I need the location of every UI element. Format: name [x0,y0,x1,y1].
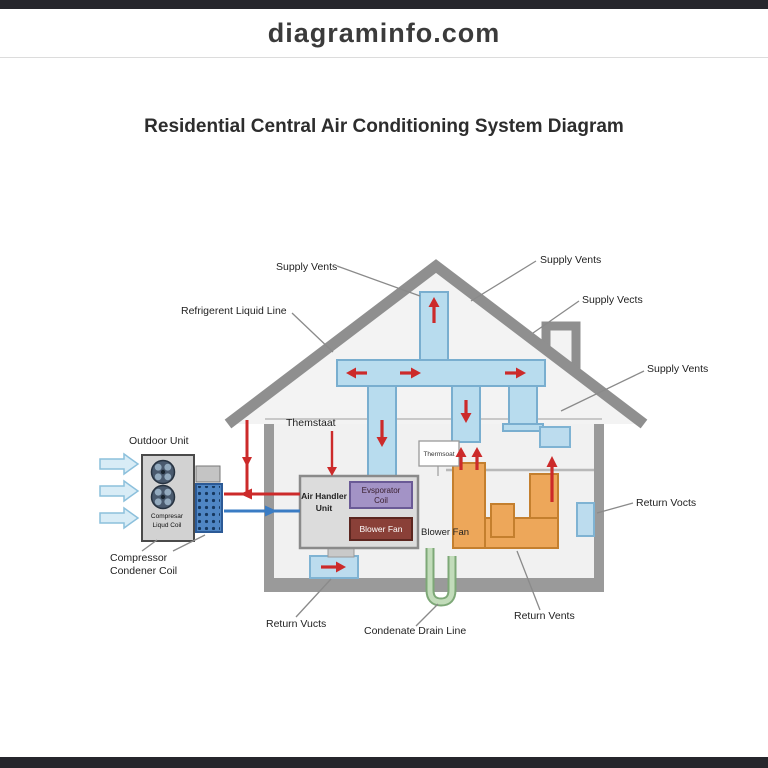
return-duct-vertical [452,462,486,549]
leader-line [415,603,439,627]
blower-fan-box-label: Blower Fan [360,524,403,534]
outdoor-top-box [195,465,221,483]
label-thermostat: Themstaat [286,417,336,429]
return-duct-system [452,462,559,549]
label-condensate-drain: Condenate Drain Line [364,625,466,637]
fan-icon [150,484,176,510]
condenser-coil-dots [198,486,220,530]
top-bar [0,0,768,9]
red-arrowhead-down [242,457,252,467]
label-supply-vents-far-right: Supply Vents [647,363,708,375]
leader-line [172,534,206,552]
thermostat-wire-arrowhead [327,467,337,476]
flow-arrowhead [471,447,483,457]
drain-pipe-inner [427,548,455,605]
compressor-inner-label-1: Compresar [151,513,184,520]
air-arrow-icon [99,479,140,503]
roof-outline [224,259,648,429]
condensate-drain [425,548,457,607]
label-return-vents: Return Vents [514,610,575,622]
leader-line [560,370,645,412]
thermostat-box-label: Thermsoat [423,451,454,458]
thermostat-box: Thermsoat [418,440,460,476]
airflow-arrows [321,297,558,573]
evaporator-coil-box [349,481,413,509]
label-return-vocts: Return Vocts [636,497,696,509]
page-title: Residential Central Air Conditioning Sys… [144,116,624,137]
leader-line [516,550,541,611]
flow-arrowhead [346,367,356,379]
diagram-labels: Supply Vents Supply Vents Supply Vects S… [110,254,708,637]
leader-lines [141,260,645,627]
leader-line [291,312,334,353]
duct-right-flare [502,423,544,432]
flow-arrowhead [336,561,346,573]
label-compressor-2: Condener Coil [110,565,177,577]
blue-arrowhead-right [265,505,277,517]
flow-arrowhead [460,413,472,423]
blower-fan-box [349,517,413,541]
air-handler-unit: Air Handler Unit Evsporator Coil Blower … [298,474,420,558]
label-supply-vents-top-right: Supply Vents [540,254,601,266]
label-compressor-1: Compressor [110,552,168,564]
label-supply-vects-right: Supply Vects [582,294,643,306]
return-register [490,503,515,538]
supply-vent-right-room [539,426,571,448]
leader-line [596,502,634,514]
site-header: diagraminfo.com [0,9,768,58]
intake-air-arrows [99,452,140,530]
air-handler-label-2: Unit [316,503,333,513]
fan-icon [150,459,176,485]
label-outdoor-unit: Outdoor Unit [129,435,189,447]
compressor-inner-label-2: Liqud Coil [153,522,182,529]
label-return-vucts: Return Vucts [266,618,326,630]
label-refrigerant-line: Refrigerent Liquid Line [181,305,287,317]
duct-right-elbow [508,385,538,427]
evaporator-label-2: Coil [374,496,388,505]
return-duct-stub [529,473,559,519]
air-arrow-icon [99,452,140,476]
thermostat-box-body [418,440,460,467]
leader-line [470,260,537,302]
leader-line [336,265,421,297]
leader-line [295,578,332,618]
label-supply-vents-top-left: Supply Vents [276,261,337,273]
flow-arrowhead [376,437,388,447]
right-wall [594,424,604,592]
red-arrowhead-left [240,488,252,500]
air-handler-stub [327,547,355,558]
flow-arrowhead [516,367,526,379]
thermostat-wire [327,431,337,476]
label-blower-fan-outside: Blower Fan [421,527,469,538]
evaporator-label-1: Evsporator [362,486,401,495]
return-vent-wall [576,502,595,537]
bottom-bar [0,757,768,768]
flow-arrowhead [428,297,440,307]
refrigerant-lines [224,420,300,517]
air-arrow-icon [99,506,140,530]
flow-arrowhead [455,447,467,457]
flow-arrowhead [546,456,558,467]
leader-line [141,539,158,552]
outdoor-unit: Compresar Liqud Coil [141,454,223,542]
leader-line [532,300,580,334]
flow-arrowhead [411,367,421,379]
air-handler-label-1: Air Handler [301,491,348,501]
site-logo[interactable]: diagraminfo.com [267,17,501,48]
